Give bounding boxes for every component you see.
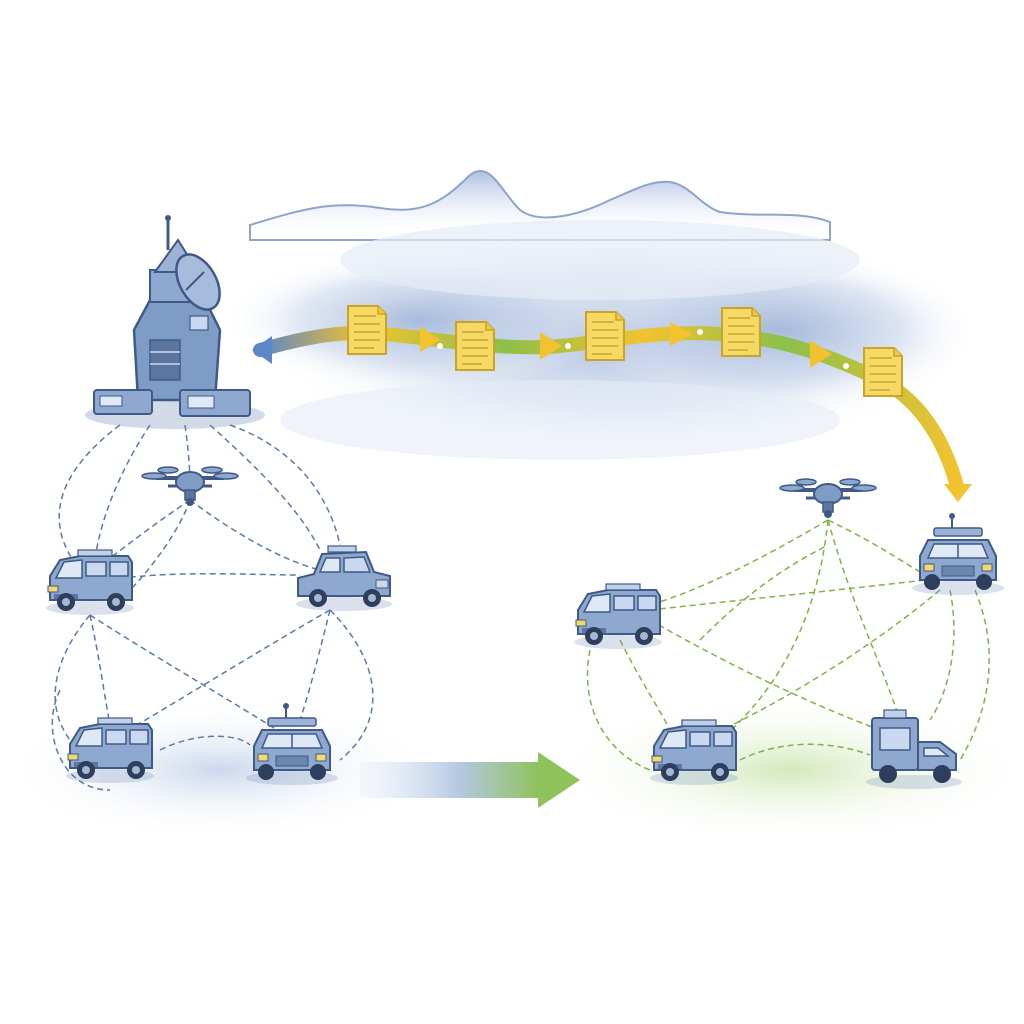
antenna-truck-icon	[911, 512, 1005, 596]
van-icon	[573, 583, 663, 650]
data-packet-icon	[455, 321, 495, 371]
transition-arrow	[360, 752, 580, 808]
flow-chevron-icon	[420, 326, 440, 352]
flow-chevron-icon	[810, 340, 832, 368]
data-packet-icon	[863, 347, 903, 397]
van-icon	[45, 549, 135, 616]
data-packet-icon	[347, 305, 387, 355]
flow-chevron-icon	[670, 322, 692, 346]
data-packet-icon	[585, 311, 625, 361]
right-cluster-links	[586, 519, 990, 771]
data-packet-icon	[721, 307, 761, 357]
flow-chevron-icon	[540, 332, 562, 360]
quadcopter-drone-icon	[140, 465, 240, 508]
base-station	[85, 215, 265, 429]
quadcopter-drone-icon	[778, 477, 878, 520]
gradient-arrow-icon	[538, 752, 580, 808]
flow-arrowhead-down-icon	[944, 484, 972, 502]
flow-arrowhead-left-icon	[252, 336, 272, 364]
van-icon	[649, 719, 739, 786]
van-icon	[65, 717, 155, 784]
satellite-dish-tower-icon	[175, 253, 221, 311]
suv-icon	[295, 545, 393, 612]
